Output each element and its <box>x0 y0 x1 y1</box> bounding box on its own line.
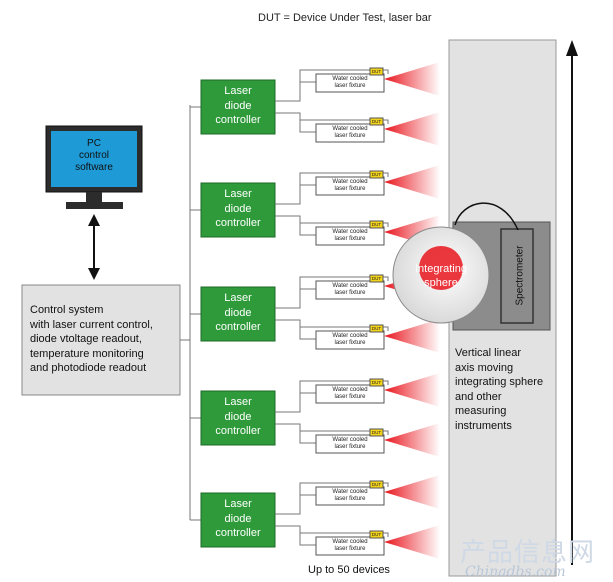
dut-tag <box>369 324 384 333</box>
controller-label: Laser diode controller <box>215 188 261 229</box>
fixture-label: Water cooled laser fixture <box>332 539 368 552</box>
dut-label: DUT <box>371 482 382 487</box>
fixture-wire <box>299 533 316 546</box>
dut-label: DUT <box>371 222 382 227</box>
fiber-cable <box>454 202 519 231</box>
monitor-base <box>66 202 123 209</box>
dut-tag <box>369 480 384 489</box>
fixture-label: Water cooled laser fixture <box>332 283 368 296</box>
dut-tag <box>369 67 384 76</box>
dut-label: DUT <box>371 326 382 331</box>
laser-beam <box>384 423 440 457</box>
bus-ticks <box>190 106 201 521</box>
integrating-sphere-label: Integrating sphere <box>415 263 467 289</box>
axis-arrow-head <box>566 40 578 56</box>
fixture-label: Water cooled laser fixture <box>332 229 368 242</box>
water-cooled-fixture <box>315 226 385 246</box>
fixture-label: Water cooled laser fixture <box>332 387 368 400</box>
dut-tag <box>369 428 384 437</box>
dut-label: DUT <box>371 380 382 385</box>
control-system-label: Control system with laser current contro… <box>30 304 153 374</box>
fixture-wire <box>299 483 316 496</box>
watermark-chinese: 产品信息网 <box>460 538 596 568</box>
laser-diode-controller <box>200 79 276 135</box>
water-cooled-fixture <box>315 280 385 300</box>
controller-label: Laser diode controller <box>215 85 261 126</box>
monitor-neck <box>86 192 102 202</box>
fixture-wire <box>299 327 316 340</box>
water-cooled-fixture <box>315 486 385 506</box>
fixture-wire <box>299 120 316 133</box>
laser-diode-controller <box>200 286 276 342</box>
fixture-label: Water cooled laser fixture <box>332 76 368 89</box>
monitor-screen <box>51 131 137 187</box>
water-cooled-fixture <box>315 434 385 454</box>
controller-label: Laser diode controller <box>215 498 261 539</box>
dut-label: DUT <box>371 532 382 537</box>
fixture-label: Water cooled laser fixture <box>332 126 368 139</box>
fixture-label: Water cooled laser fixture <box>332 489 368 502</box>
dut-label: DUT <box>371 172 382 177</box>
water-cooled-fixture <box>315 536 385 556</box>
fixture-wire <box>299 381 316 394</box>
dut-tag <box>369 274 384 283</box>
fixture-label: Water cooled laser fixture <box>332 437 368 450</box>
dut-tag <box>369 117 384 126</box>
device-count-note: Up to 50 devices <box>308 564 390 576</box>
laser-diode-controller <box>200 182 276 238</box>
spectrometer-label: Spectrometer <box>514 245 526 306</box>
laser-diode-controller <box>200 492 276 548</box>
dut-tag <box>369 170 384 179</box>
controller-label: Laser diode controller <box>215 396 261 437</box>
laser-beam <box>384 373 440 407</box>
dut-label: DUT <box>371 276 382 281</box>
fixture-label: Water cooled laser fixture <box>332 333 368 346</box>
laser-beam <box>384 525 440 559</box>
fixture-label: Water cooled laser fixture <box>332 179 368 192</box>
controller-label: Laser diode controller <box>215 292 261 333</box>
dut-label: DUT <box>371 430 382 435</box>
laser-beam <box>384 112 440 146</box>
pc-link-arrow-up <box>88 214 100 226</box>
laser-diode-controller <box>200 390 276 446</box>
fixture-wire <box>299 223 316 236</box>
dut-tag <box>369 530 384 539</box>
fixture-wire <box>299 277 316 290</box>
dut-label: DUT <box>371 69 382 74</box>
pc-link-arrow-down <box>88 268 100 280</box>
water-cooled-fixture <box>315 176 385 196</box>
pc-label: PC control software <box>75 138 113 173</box>
water-cooled-fixture <box>315 384 385 404</box>
fixture-wire <box>299 70 316 83</box>
fixture-wire <box>299 173 316 186</box>
fixture-wire <box>299 431 316 444</box>
water-cooled-fixture <box>315 123 385 143</box>
laser-beam <box>384 319 440 353</box>
watermark-url: Chinadbs.com <box>465 564 566 580</box>
fixtures <box>275 67 389 556</box>
dut-label: DUT <box>371 119 382 124</box>
water-cooled-fixture <box>315 73 385 93</box>
controllers <box>200 79 276 548</box>
vertical-axis-label: Vertical linear axis moving integrating … <box>455 347 544 432</box>
dut-tag <box>369 378 384 387</box>
sphere-glow <box>419 246 463 290</box>
dut-tag <box>369 220 384 229</box>
dut-definition-note: DUT = Device Under Test, laser bar <box>258 12 432 24</box>
laser-beam <box>384 165 440 199</box>
laser-beam <box>384 62 440 96</box>
water-cooled-fixture <box>315 330 385 350</box>
laser-beam <box>384 475 440 509</box>
